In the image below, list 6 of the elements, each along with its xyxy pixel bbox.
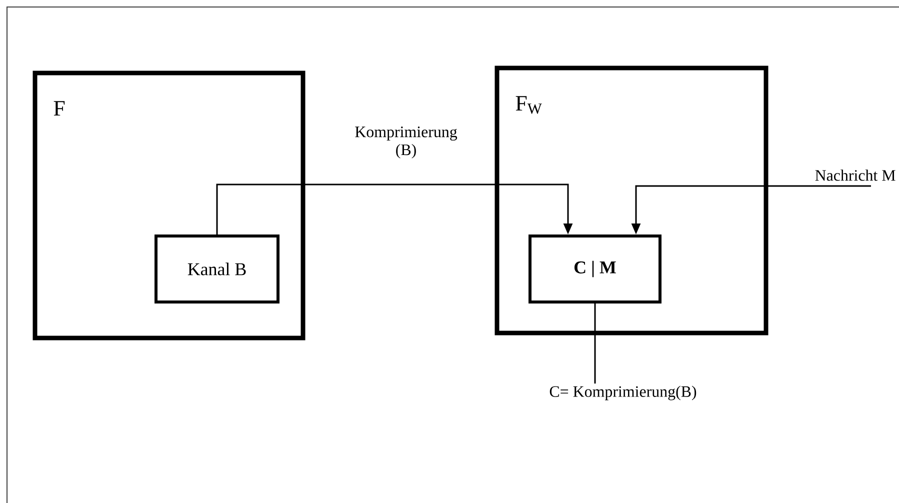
connector-arrow bbox=[216, 184, 573, 234]
edge-label: Komprimierung (B) bbox=[355, 126, 458, 158]
process-box: C | M bbox=[528, 234, 662, 304]
text-label: C= Komprimierung(B) bbox=[550, 386, 696, 400]
process-box: Kanal B bbox=[154, 234, 280, 304]
edge-label: Nachricht M bbox=[815, 170, 896, 181]
